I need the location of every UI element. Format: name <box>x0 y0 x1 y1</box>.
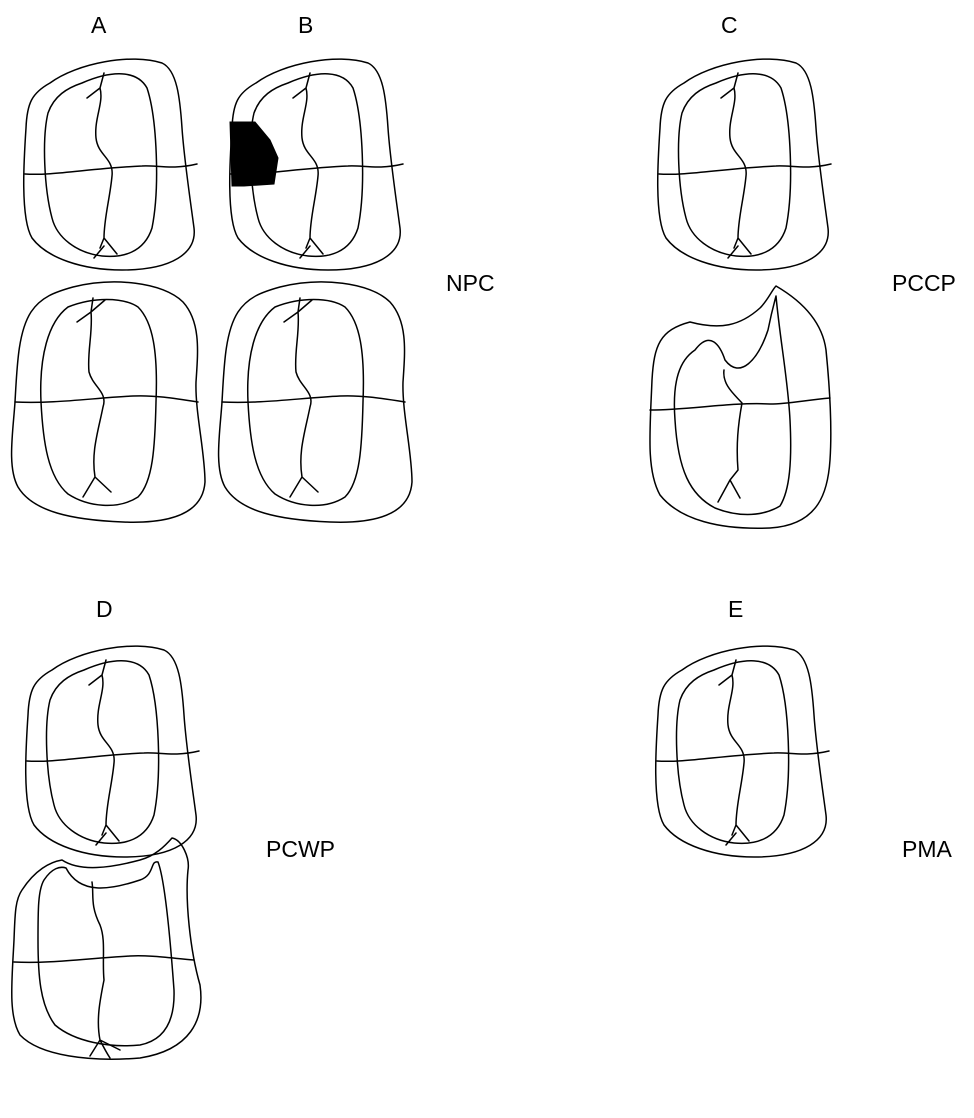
tooth-c-upper <box>658 59 831 270</box>
tooth-a-upper <box>24 59 197 270</box>
tooth-d-lower <box>12 838 201 1059</box>
tooth-e-upper <box>656 646 829 857</box>
lesion-mark <box>230 122 278 186</box>
tooth-c-lower <box>650 286 831 528</box>
tooth-a-lower <box>12 282 205 522</box>
tooth-b-lower <box>219 282 412 522</box>
tooth-d-upper <box>26 646 199 857</box>
